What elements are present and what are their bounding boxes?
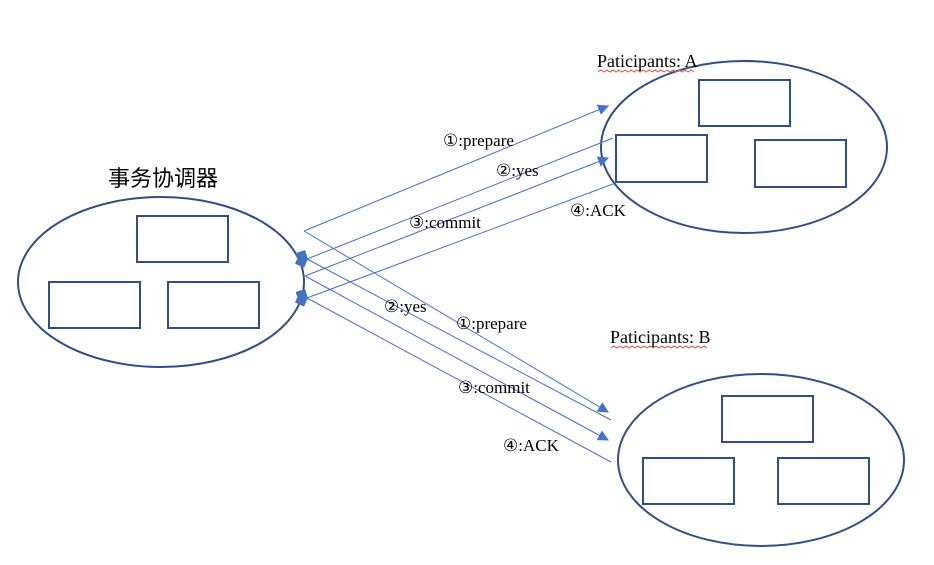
participant-a-box-right: [754, 139, 847, 188]
participant-b-node: Paticipants: B: [610, 327, 905, 547]
label-b-yes: ②:yes: [384, 297, 427, 316]
arrow-b-prepare: [303, 230, 609, 413]
label-a-prepare: ①:prepare: [443, 131, 514, 150]
arrow-b-commit: [304, 275, 609, 441]
arrow-b-ack: [295, 289, 612, 463]
label-b-prepare: ①:prepare: [456, 314, 527, 333]
messages-to-participant-b: ②:yes ①:prepare ③:commit ④:ACK: [295, 230, 612, 463]
arrow-a-commit: [304, 156, 610, 277]
participant-b-spellcheck-squiggle: [610, 345, 708, 349]
messages-to-participant-a: ①:prepare ②:yes ③:commit ④:ACK: [294, 104, 627, 307]
participant-b-box-right: [777, 457, 870, 505]
coordinator-box-top: [136, 215, 229, 263]
arrow-a-prepare: [303, 104, 610, 232]
participant-a-box-left: [615, 134, 708, 183]
participant-b-box-left: [642, 457, 735, 505]
participant-a-spellcheck-squiggle: [597, 69, 695, 73]
label-a-commit: ③:commit: [409, 213, 481, 232]
label-b-commit: ③:commit: [458, 378, 530, 397]
arrow-a-ack: [294, 183, 614, 307]
coordinator-node: 事务协调器: [17, 167, 305, 368]
participant-a-ellipse: [600, 60, 888, 234]
arrow-b-yes: [295, 250, 612, 421]
participant-b-ellipse: [617, 373, 905, 547]
participant-a-box-top: [698, 79, 791, 127]
coordinator-ellipse: [17, 196, 305, 368]
arrow-a-yes: [295, 137, 614, 268]
label-a-yes: ②:yes: [496, 161, 539, 180]
participant-a-title: Paticipants: A: [597, 51, 698, 71]
participant-a-node: Paticipants: A: [597, 51, 888, 234]
label-b-ack: ④:ACK: [503, 436, 560, 455]
participant-b-box-top: [721, 395, 814, 443]
label-a-ack: ④:ACK: [570, 201, 627, 220]
coordinator-box-right: [167, 281, 260, 329]
coordinator-box-left: [48, 281, 141, 329]
coordinator-title: 事务协调器: [108, 167, 218, 192]
participant-b-title: Paticipants: B: [610, 327, 711, 347]
